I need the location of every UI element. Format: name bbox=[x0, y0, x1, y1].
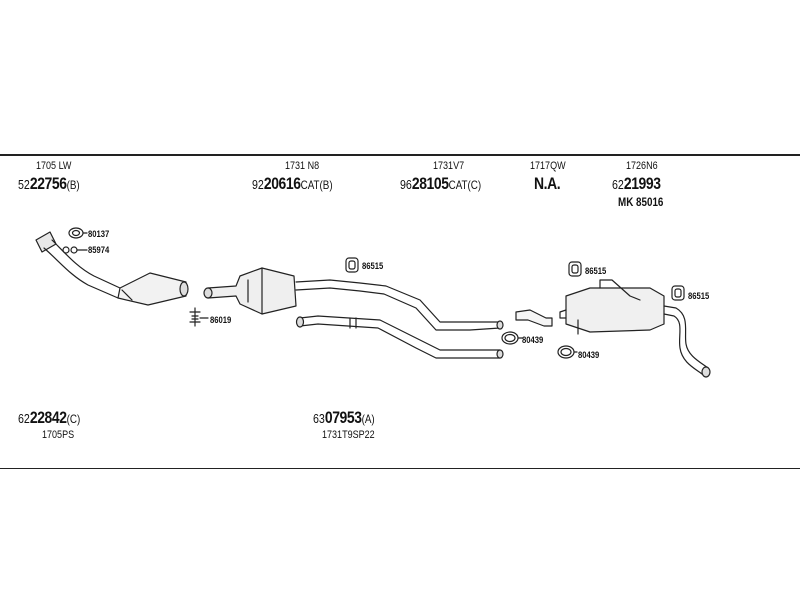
clamp-80439-a-drawing bbox=[501, 331, 523, 345]
callout-80439-b: 80439 bbox=[578, 350, 600, 360]
code-1705lw: 1705 LW bbox=[36, 160, 72, 172]
code-1717qw: 1717QW bbox=[530, 160, 566, 172]
code-1731t9sp22: 1731T9SP22 bbox=[322, 429, 375, 441]
spring-85974-drawing bbox=[62, 246, 88, 254]
part-number-mounting-kit: 6222842(C) bbox=[18, 408, 81, 427]
top-divider-line bbox=[0, 154, 800, 156]
bolt-86019-drawing bbox=[189, 307, 209, 327]
intermediate-pipe-upper bbox=[295, 279, 504, 331]
part-number-front-pipe: 5222756(B) bbox=[18, 174, 80, 193]
part-number-middle-pipe: 6307953(A) bbox=[313, 408, 375, 427]
front-pipe-drawing bbox=[35, 231, 189, 306]
catalytic-converter-drawing bbox=[203, 267, 297, 315]
intermediate-pipe-lower bbox=[295, 315, 504, 359]
part-number-catalyst-c: 9628105CAT(C) bbox=[400, 174, 482, 193]
hanger-86515-c-drawing bbox=[671, 285, 685, 301]
bottom-divider-line bbox=[0, 468, 800, 469]
callout-86019: 86019 bbox=[210, 315, 232, 325]
callout-80439-a: 80439 bbox=[522, 335, 544, 345]
gasket-80137-drawing bbox=[68, 227, 88, 239]
callout-86515-a: 86515 bbox=[362, 261, 384, 271]
mk-label: MK 85016 bbox=[618, 195, 664, 209]
callout-85974: 85974 bbox=[88, 245, 110, 255]
rear-silencer-drawing bbox=[559, 279, 711, 378]
code-1731n8: 1731 N8 bbox=[285, 160, 320, 172]
hanger-86515-a-drawing bbox=[345, 257, 359, 273]
part-number-rear-silencer: 6221993 bbox=[612, 174, 661, 193]
part-number-na: N.A. bbox=[534, 174, 561, 193]
callout-80137: 80137 bbox=[88, 229, 110, 239]
code-1731v7: 1731V7 bbox=[433, 160, 465, 172]
code-1705ps: 1705PS bbox=[42, 429, 75, 441]
clamp-80439-b-drawing bbox=[557, 345, 578, 359]
callout-86515-c: 86515 bbox=[688, 291, 710, 301]
callout-86515-b: 86515 bbox=[585, 266, 607, 276]
part-number-catalyst-b: 9220616CAT(B) bbox=[252, 174, 333, 193]
hanger-86515-b-drawing bbox=[568, 261, 582, 277]
connector-tube-drawing bbox=[515, 309, 553, 327]
code-1726n6: 1726N6 bbox=[626, 160, 658, 172]
